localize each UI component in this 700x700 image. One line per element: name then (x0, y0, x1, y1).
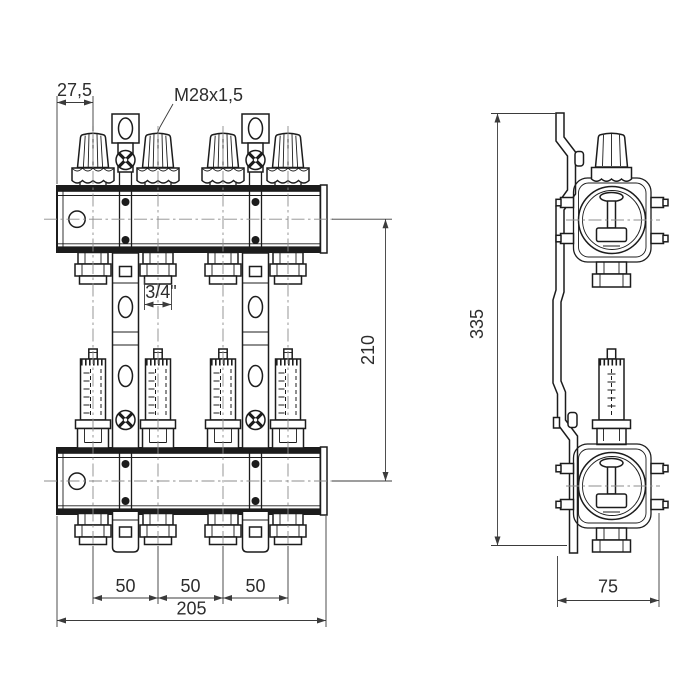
bracket-screw-upper (574, 150, 585, 167)
upper-outlet-cap (591, 273, 632, 288)
dim-left-offset: 27,5 (56, 80, 94, 184)
dim-label-210: 210 (358, 335, 378, 365)
dim-label-50-1: 50 (115, 576, 135, 596)
lower-side-bolts (555, 462, 669, 511)
centerlines-side (566, 219, 660, 487)
dim-overall-height: 335 (467, 113, 567, 546)
side-view (552, 112, 669, 554)
dim-label-75: 75 (598, 577, 618, 597)
side-flow-meter (598, 358, 625, 421)
dim-label-27-5: 27,5 (57, 80, 92, 100)
dim-label-50-2: 50 (180, 576, 200, 596)
lower-outlet-nut (595, 527, 628, 541)
bracket-bolt-lower (552, 416, 561, 429)
dim-valve-thread: M28x1,5 (157, 85, 243, 134)
front-view (44, 114, 336, 552)
dim-overall-width: 205 (56, 516, 327, 627)
dim-label-3-4: 3/4" (145, 282, 176, 302)
dim-overall-depth: 75 (557, 513, 660, 607)
centerlines-front (44, 126, 336, 545)
bracket-screw-lower (567, 411, 578, 429)
dim-outlet-thread: 3/4" (144, 279, 177, 310)
side-lower-body (555, 348, 669, 553)
dimensions: 27,5 M28x1,5 3/4" 210 50 50 50 (56, 80, 660, 627)
lower-outlet-cap (591, 539, 632, 553)
dim-label-50-3: 50 (245, 576, 265, 596)
upper-side-bolts (555, 196, 669, 245)
dim-label-m28: M28x1,5 (174, 85, 243, 105)
dim-axis-distance: 210 (332, 218, 392, 482)
dim-label-335: 335 (467, 309, 487, 339)
dim-label-205: 205 (176, 599, 206, 619)
upper-outlet-nut (595, 261, 628, 275)
dim-outlet-spacing: 50 50 50 (92, 546, 289, 604)
